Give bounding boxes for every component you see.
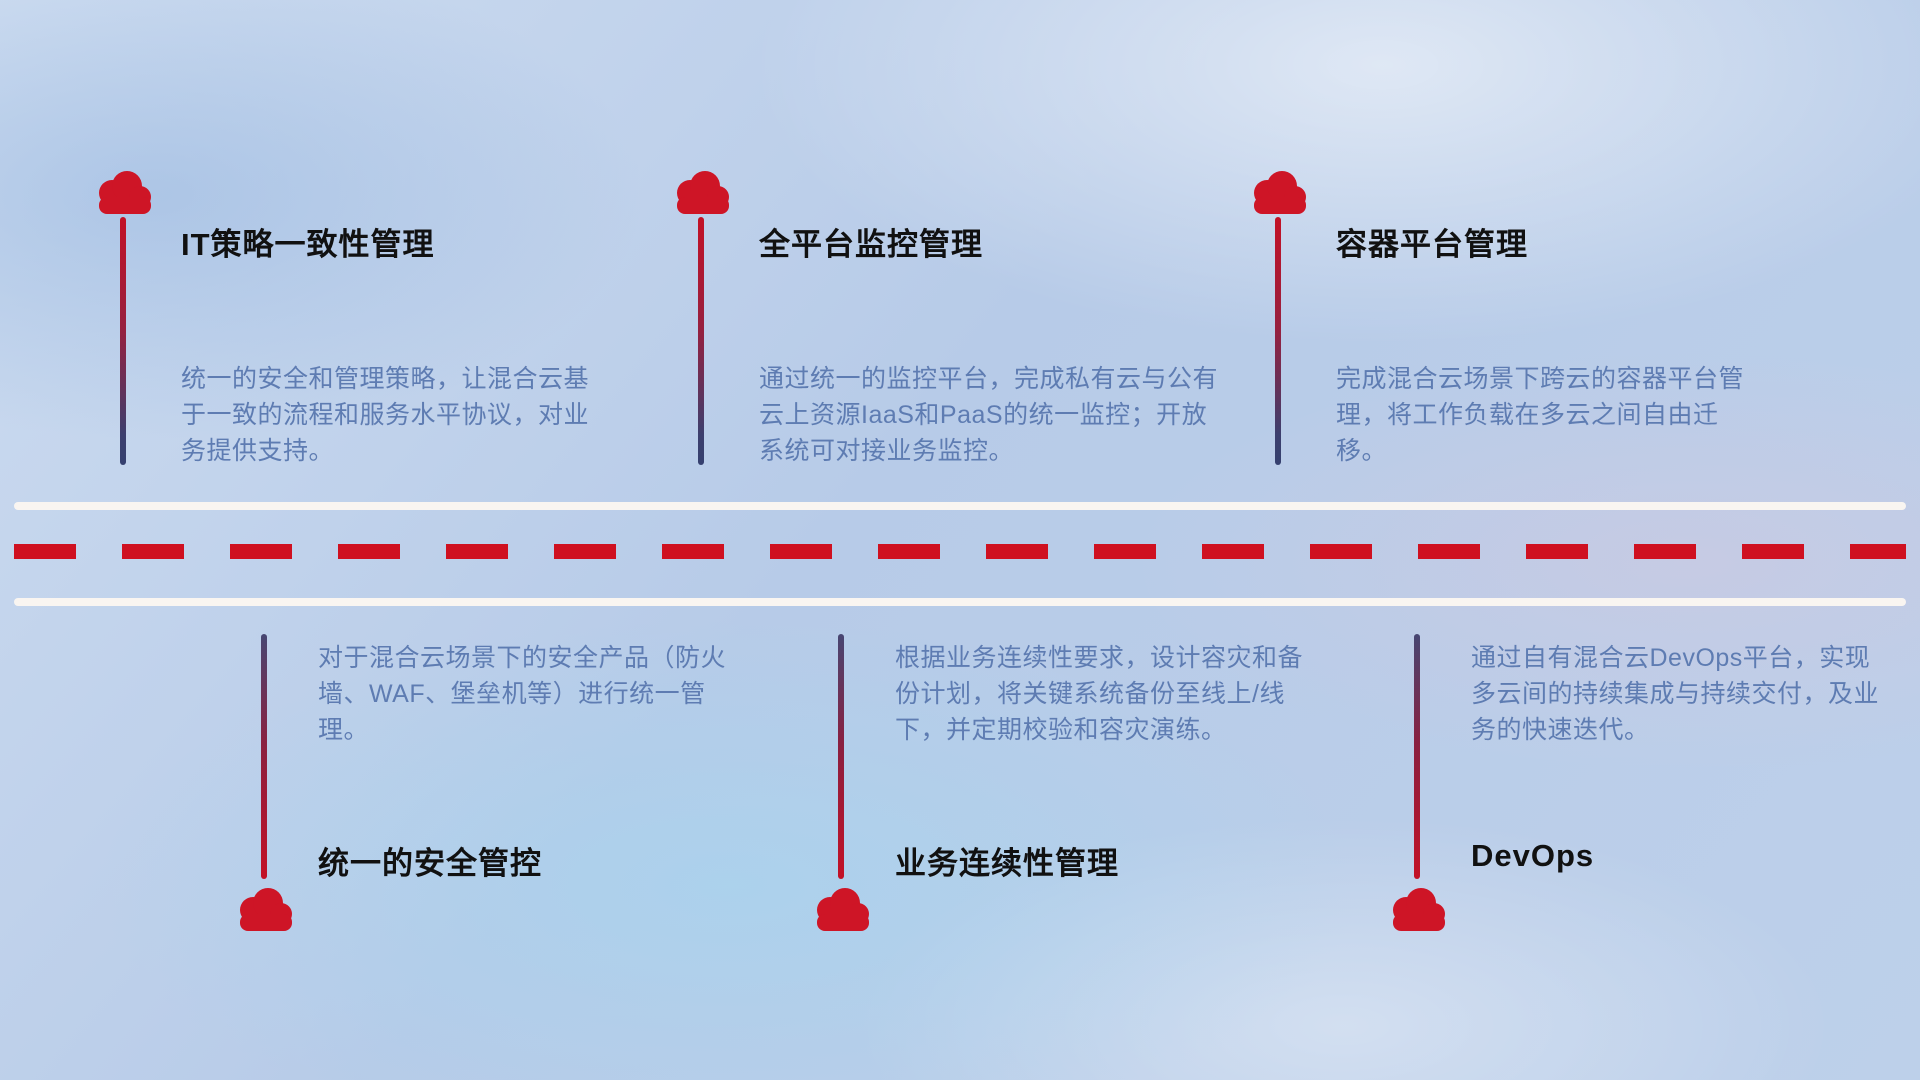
item-description: 对于混合云场景下的安全产品（防火墙、WAF、堡垒机等）进行统一管理。 [318,644,727,744]
item-description: 统一的安全和管理策略，让混合云基于一致的流程和服务水平协议，对业务提供支持。 [181,365,590,465]
item-title: 全平台监控管理 [759,227,983,262]
cloud-icon [1386,886,1448,932]
item-title: IT策略一致性管理 [181,227,435,262]
item-description: 通过自有混合云DevOps平台，实现多云间的持续集成与持续交付，及业务的快速迭代… [1471,644,1880,744]
cloud-icon [1247,169,1309,215]
timeline-stem [120,217,126,465]
road-line-top [14,502,1906,510]
road-line-bottom [14,598,1906,606]
cloud-icon [670,169,732,215]
item-description: 根据业务连续性要求，设计容灾和备份计划，将关键系统备份至线上/线下，并定期校验和… [895,644,1304,744]
cloud-icon [810,886,872,932]
timeline-stem [1414,634,1420,879]
item-title: DevOps [1471,838,1595,873]
item-title: 容器平台管理 [1336,227,1528,262]
item-description: 通过统一的监控平台，完成私有云与公有云上资源IaaS和PaaS的统一监控；开放系… [759,365,1219,465]
item-title: 统一的安全管控 [318,846,542,881]
cloud-icon [233,886,295,932]
item-description: 完成混合云场景下跨云的容器平台管理，将工作负载在多云之间自由迁移。 [1336,365,1745,465]
timeline-stem [698,217,704,465]
cloud-icon [92,169,154,215]
timeline-stem [838,634,844,879]
timeline-stem [261,634,267,879]
item-title: 业务连续性管理 [895,846,1119,881]
road-dash-line [14,544,1906,559]
timeline-stem [1275,217,1281,465]
